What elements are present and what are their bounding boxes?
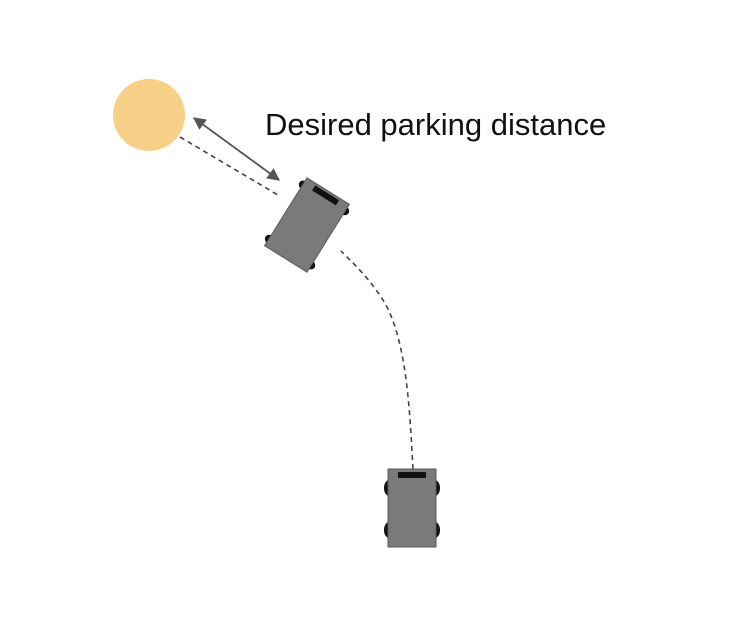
car-windshield — [312, 185, 340, 206]
path-segment-target-to-car — [179, 136, 279, 196]
distance-arrow — [192, 117, 281, 181]
distance-label: Desired parking distance — [265, 107, 606, 142]
car-body — [387, 468, 437, 548]
car-parked-icon — [263, 177, 351, 273]
car-start-icon — [384, 468, 440, 548]
car-body — [263, 177, 351, 273]
parking-target-circle — [113, 79, 185, 151]
car-windshield — [398, 472, 426, 478]
trajectory-path — [340, 250, 414, 470]
